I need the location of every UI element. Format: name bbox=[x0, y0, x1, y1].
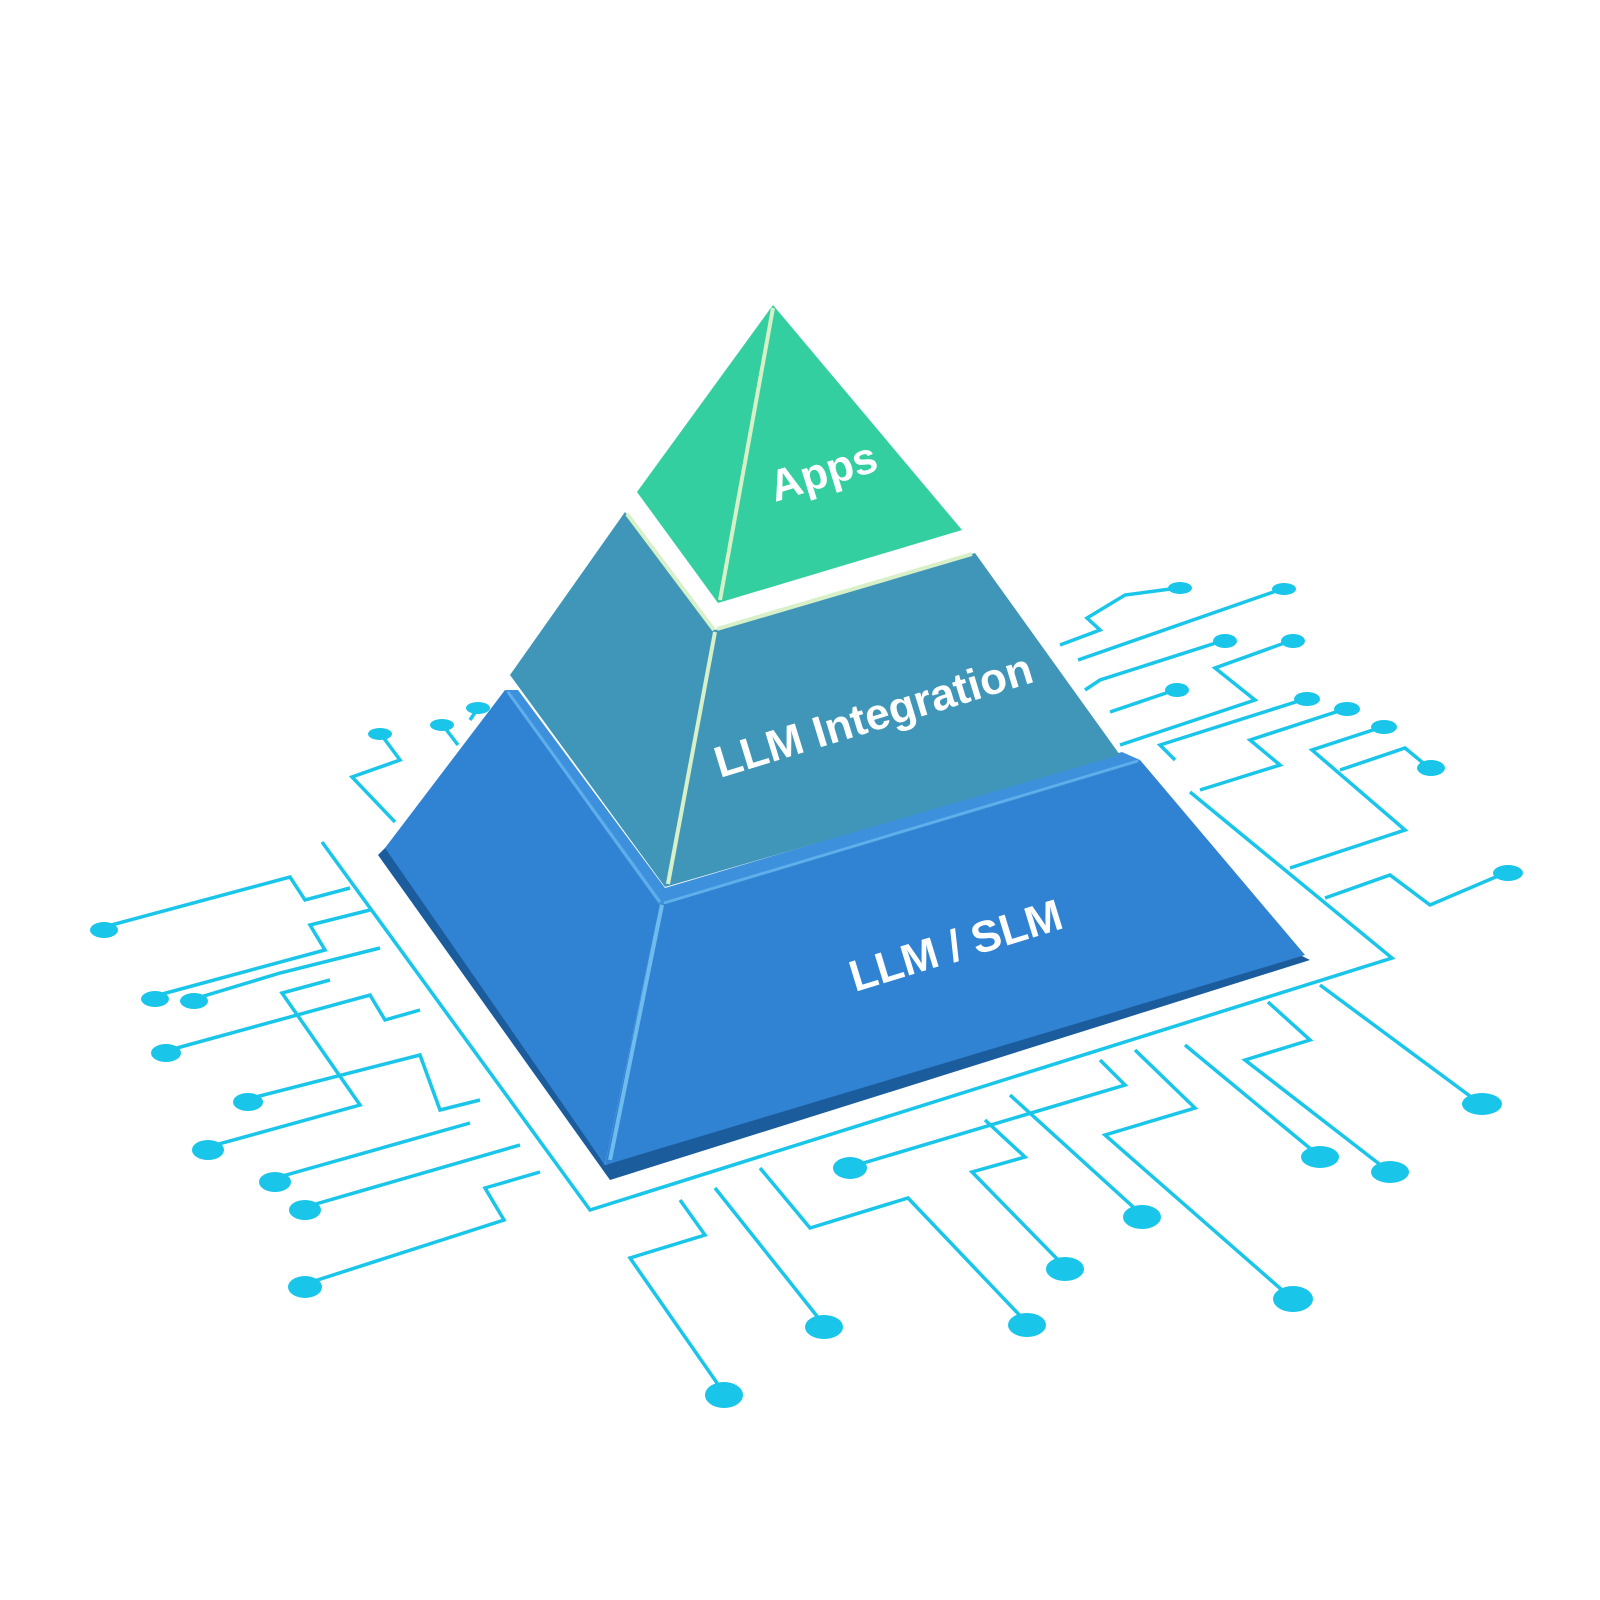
circuit-trace bbox=[968, 1118, 1067, 1269]
middle-layer-left-face bbox=[510, 512, 715, 887]
circuit-trace bbox=[1119, 639, 1291, 747]
circuit-node bbox=[1371, 720, 1397, 734]
bottom-layer-base-edge bbox=[378, 845, 1310, 1180]
circuit-node bbox=[466, 702, 490, 714]
circuit-trace bbox=[165, 992, 421, 1053]
circuit-trace bbox=[1109, 688, 1176, 714]
circuit-trace bbox=[1289, 725, 1409, 870]
circuit-trace bbox=[154, 908, 371, 998]
top-layer-right-face bbox=[718, 305, 962, 603]
circuit-node bbox=[430, 719, 454, 731]
circuit-trace bbox=[627, 1198, 726, 1394]
circuit-node bbox=[151, 1044, 181, 1062]
circuit-trace bbox=[301, 1143, 521, 1210]
circuit-node bbox=[1008, 1313, 1046, 1337]
chip-outline bbox=[320, 790, 1396, 1213]
circuit-node bbox=[1046, 1257, 1084, 1281]
circuit-trace bbox=[1077, 587, 1283, 662]
pyramid-layer-bottom bbox=[378, 690, 1310, 1180]
pyramid-layer-middle bbox=[510, 512, 1120, 887]
circuit-node bbox=[1493, 865, 1523, 881]
circuit-trace bbox=[1156, 697, 1306, 762]
circuit-node bbox=[1165, 683, 1189, 697]
circuit-node bbox=[833, 1157, 867, 1179]
bottom-layer-left-face bbox=[385, 690, 660, 1165]
circuit-trace bbox=[713, 1186, 826, 1327]
circuit-trace bbox=[758, 1166, 1029, 1325]
middle-layer-edge-highlight bbox=[716, 552, 973, 631]
circuit-trace bbox=[207, 978, 363, 1149]
circuit-trace bbox=[849, 1058, 1129, 1169]
circuit-node bbox=[288, 1276, 322, 1298]
circuit-node bbox=[368, 728, 392, 740]
middle-layer-right-face bbox=[665, 553, 1120, 887]
circuit-trace bbox=[348, 731, 403, 824]
circuit-node bbox=[1123, 1205, 1161, 1229]
circuit-trace bbox=[1339, 746, 1430, 772]
circuit-node bbox=[192, 1140, 224, 1160]
middle-layer-edge-highlight bbox=[625, 512, 716, 632]
pyramid-layer-top bbox=[637, 305, 962, 603]
circuit-node bbox=[1213, 634, 1237, 648]
circuit-node bbox=[1462, 1093, 1502, 1115]
circuit-node bbox=[1371, 1161, 1409, 1183]
top-layer-edge-highlight bbox=[718, 307, 775, 601]
bottom-layer-edge-highlight bbox=[506, 691, 662, 903]
circuit-trace bbox=[103, 874, 351, 929]
bottom-layer-edge-highlight bbox=[608, 904, 664, 1161]
middle-layer-edge-highlight bbox=[666, 631, 717, 885]
circuit-node bbox=[233, 1093, 263, 1111]
circuit-trace bbox=[271, 1121, 471, 1181]
circuit-trace bbox=[1241, 1000, 1389, 1172]
circuit-node bbox=[259, 1172, 291, 1192]
circuit-node bbox=[1417, 760, 1445, 776]
circuit-trace bbox=[193, 946, 381, 1001]
circuit-node bbox=[90, 922, 118, 938]
circuit-node bbox=[289, 1200, 321, 1220]
circuit-board bbox=[90, 582, 1523, 1408]
bottom-layer-right-face bbox=[605, 760, 1305, 1165]
circuit-trace bbox=[1008, 1093, 1144, 1217]
circuit-node bbox=[180, 993, 208, 1009]
circuit-trace bbox=[1324, 871, 1506, 908]
circuit-node bbox=[1334, 702, 1360, 716]
circuit-node bbox=[1273, 1286, 1313, 1312]
bottom-layer-edge-highlight bbox=[663, 759, 1139, 905]
circuit-trace bbox=[1059, 586, 1179, 647]
circuit-trace bbox=[1318, 983, 1480, 1104]
top-layer-left-face bbox=[637, 305, 773, 603]
circuit-trace bbox=[301, 1170, 541, 1287]
circuit-node bbox=[1168, 582, 1192, 594]
circuit-trace bbox=[1084, 639, 1223, 692]
circuit-trace bbox=[1199, 707, 1346, 792]
circuit-trace bbox=[1101, 1048, 1292, 1299]
circuit-node bbox=[1281, 634, 1305, 648]
circuit-node bbox=[1272, 583, 1296, 595]
circuit-trace bbox=[1183, 1043, 1320, 1157]
circuit-node bbox=[705, 1382, 743, 1408]
circuit-node bbox=[141, 991, 169, 1007]
circuit-node bbox=[1294, 692, 1320, 706]
circuit-node bbox=[805, 1315, 843, 1339]
circuit-trace bbox=[247, 1052, 481, 1113]
circuit-node bbox=[1301, 1146, 1339, 1168]
